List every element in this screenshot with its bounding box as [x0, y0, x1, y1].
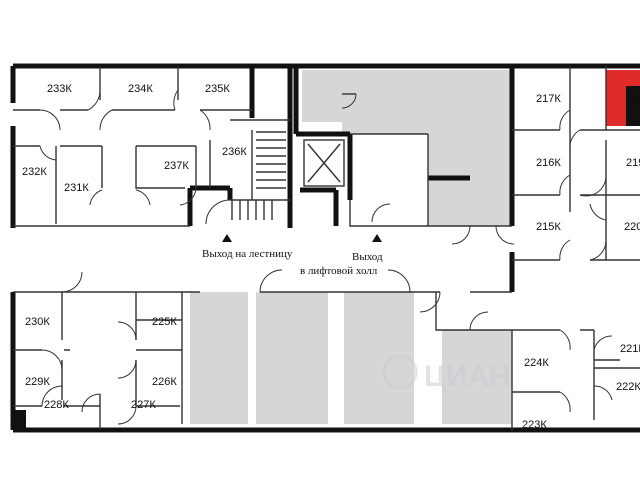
room-232[interactable]: 232К	[22, 166, 47, 178]
room-221[interactable]: 221К	[620, 343, 640, 355]
gray-areas	[190, 70, 512, 424]
room-215[interactable]: 215К	[536, 221, 561, 233]
exit-arrow-elevator-icon	[372, 234, 382, 242]
room-233[interactable]: 233К	[47, 83, 72, 95]
room-226[interactable]: 226К	[152, 376, 177, 388]
room-237[interactable]: 237К	[164, 160, 189, 172]
room-229[interactable]: 229К	[25, 376, 50, 388]
room-220[interactable]: 220	[624, 221, 640, 233]
exit-label-elevator-line1: Выход	[352, 251, 383, 263]
room-227[interactable]: 227К	[131, 399, 156, 411]
room-234[interactable]: 234К	[128, 83, 153, 95]
outer-walls	[10, 63, 640, 433]
exit-label-stairs: Выход на лестницу	[202, 248, 293, 260]
room-225[interactable]: 225К	[152, 316, 177, 328]
room-236[interactable]: 236К	[222, 146, 247, 158]
watermark: ЦИАН	[382, 354, 511, 393]
column	[626, 86, 640, 126]
room-235[interactable]: 235К	[205, 83, 230, 95]
room-222[interactable]: 222К	[616, 381, 640, 393]
room-230[interactable]: 230К	[25, 316, 50, 328]
partitions	[13, 66, 640, 430]
room-labels: 233К 234К 235К 232К 231К 237К 236К 217К …	[22, 83, 640, 431]
core-walls	[187, 66, 515, 292]
room-216[interactable]: 216К	[536, 157, 561, 169]
room-218[interactable]: 218	[626, 93, 640, 105]
exit-arrow-stairs-icon	[222, 234, 232, 242]
room-217[interactable]: 217К	[536, 93, 561, 105]
column	[14, 410, 26, 430]
exit-label-elevator-line2: в лифтовой холл	[300, 265, 378, 277]
room-223[interactable]: 223К	[522, 419, 547, 431]
watermark-brand: ЦИАН	[424, 360, 511, 393]
room-219[interactable]: 219	[626, 157, 640, 169]
doors	[39, 89, 613, 425]
room-231[interactable]: 231К	[64, 182, 89, 194]
room-228[interactable]: 228К	[44, 399, 69, 411]
cian-logo-icon	[382, 354, 418, 390]
room-224[interactable]: 224К	[524, 357, 549, 369]
